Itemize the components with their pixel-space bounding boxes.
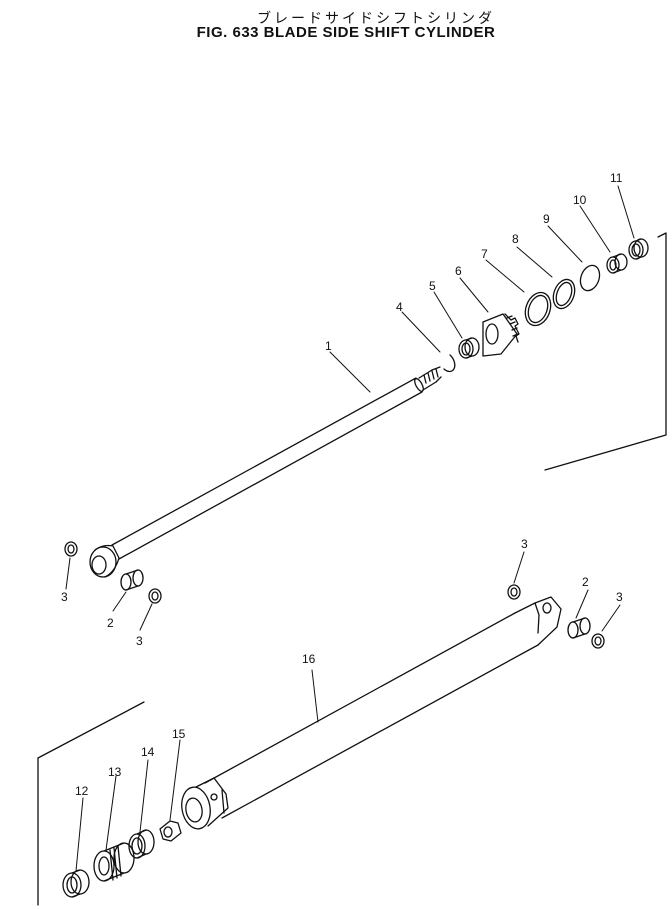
backup-ring-part-8 (552, 278, 576, 310)
callout-1: 1 (325, 339, 332, 353)
callout-5: 5 (429, 279, 436, 293)
callout-9: 9 (543, 212, 550, 226)
gland-part-6 (482, 313, 520, 357)
callout-11: 11 (610, 171, 623, 185)
callout-12: 12 (75, 784, 89, 798)
callout-14: 14 (141, 745, 155, 759)
callout-2-left: 2 (107, 616, 114, 630)
o-ring-part-7 (524, 291, 552, 327)
piston-part-13 (93, 842, 135, 882)
callout-7: 7 (481, 247, 488, 261)
bushing-part-10 (606, 253, 628, 274)
callout-13: 13 (108, 765, 122, 779)
bushing-part-2-left (120, 569, 144, 591)
callout-3-c: 3 (521, 537, 528, 551)
seal-part-3-c (507, 584, 521, 600)
seal-part-3-d (591, 633, 605, 649)
seal-part-5 (458, 337, 480, 359)
seal-part-3-b (148, 588, 162, 604)
callout-3-a: 3 (61, 590, 68, 604)
callout-3-d: 3 (616, 590, 623, 604)
cylinder-tube-part-16 (181, 596, 562, 830)
seal-part-3-a (64, 541, 78, 557)
nut-part-15 (159, 820, 182, 842)
callout-15: 15 (172, 727, 186, 741)
callout-3-b: 3 (136, 634, 143, 648)
bushing-part-2-right (567, 617, 591, 639)
callout-4: 4 (396, 300, 403, 314)
frame-line-upper (544, 232, 667, 471)
ring-part-9 (579, 264, 601, 292)
callout-2-right: 2 (582, 575, 589, 589)
figure-title-japanese: ブレードサイドシフトシリンダ (257, 11, 495, 27)
snap-ring-part-4 (443, 354, 456, 373)
callout-10: 10 (573, 193, 587, 207)
frame-line-lower (37, 701, 145, 906)
callout-16: 16 (302, 652, 316, 666)
callout-labels: 1 2 2 3 3 3 3 4 5 6 7 8 9 10 11 12 13 14… (61, 171, 623, 798)
callout-6: 6 (455, 264, 462, 278)
figure-title: FIG. 633 BLADE SIDE SHIFT CYLINDER (196, 24, 496, 41)
wiper-part-11 (628, 238, 649, 260)
piston-rod-part-1 (89, 366, 442, 578)
ring-part-14 (128, 829, 155, 859)
seal-part-12 (62, 869, 90, 898)
leader-lines (65, 185, 635, 872)
callout-8: 8 (512, 232, 519, 246)
